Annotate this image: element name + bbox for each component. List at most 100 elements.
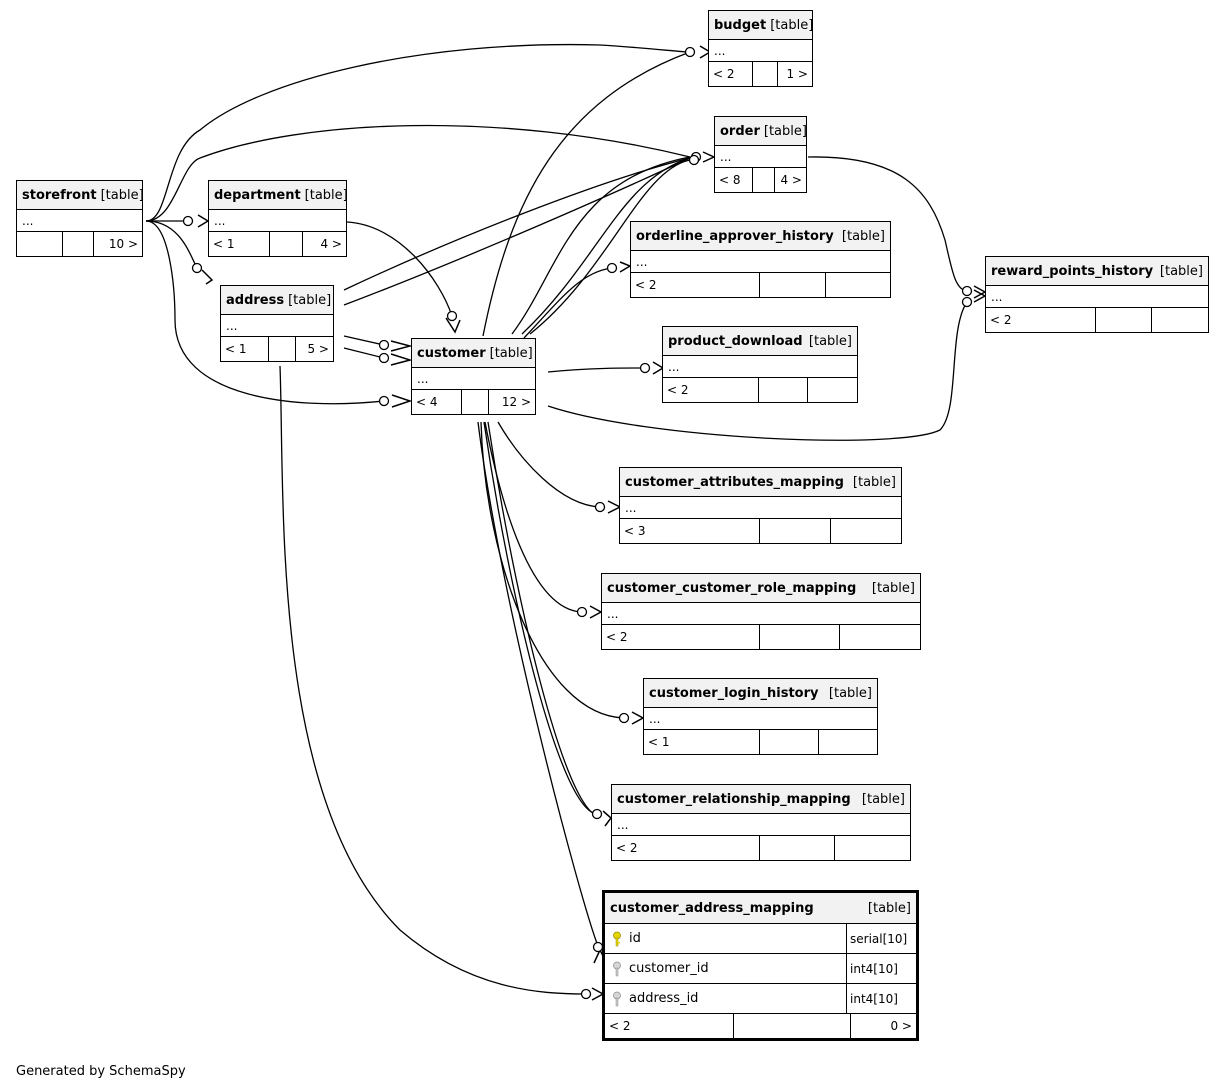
edge-customer-pd	[547, 367, 646, 373]
table-footer: 10 >	[17, 232, 142, 256]
table-name: customer_attributes_mapping	[625, 474, 844, 490]
table-kind: [table]	[1159, 263, 1203, 279]
edge-address-order-2	[343, 157, 691, 306]
columns-collapsed: ...	[715, 146, 806, 168]
table-kind: [table]	[841, 228, 885, 244]
columns-collapsed: ...	[709, 40, 812, 62]
edge-customer-order-2	[521, 157, 691, 335]
table-footer: < 2	[986, 308, 1208, 332]
table-order[interactable]: order[table] ... < 8 4 >	[714, 116, 807, 193]
column-row-id[interactable]: id serial[10]	[605, 924, 916, 954]
table-kind: [table]	[852, 474, 896, 490]
edge-customer-order-3	[529, 159, 691, 335]
table-customer[interactable]: customer[table] ... < 4 12 >	[411, 338, 536, 415]
table-kind: [table]	[808, 333, 852, 349]
generated-by-note: Generated by SchemaSpy	[16, 1064, 186, 1079]
table-name: reward_points_history	[991, 263, 1154, 279]
table-footer: < 2	[631, 273, 890, 297]
table-address[interactable]: address[table] ... < 1 5 >	[220, 285, 334, 362]
edge-department-customer	[346, 221, 453, 317]
table-storefront[interactable]: storefront[table] ... 10 >	[16, 180, 144, 257]
columns-collapsed: ...	[986, 286, 1208, 308]
table-product-download[interactable]: product_download[table] ... < 2	[662, 326, 858, 403]
table-kind: [table]	[304, 187, 348, 203]
table-name: address	[226, 292, 285, 308]
table-kind: [table]	[867, 900, 911, 916]
edge-customer-ccrm	[484, 421, 583, 613]
columns-collapsed: ...	[612, 814, 910, 836]
table-kind: [table]	[288, 292, 332, 308]
edge-address-cam	[279, 365, 587, 995]
edge-storefront-order	[145, 124, 691, 222]
edge-customer-oah	[523, 267, 613, 339]
table-footer: < 1	[644, 730, 877, 754]
column-row-address-id[interactable]: address_id int4[10]	[605, 984, 916, 1014]
edge-customer-crm-2	[487, 421, 600, 817]
table-department[interactable]: department[table] ... < 1 4 >	[208, 180, 348, 257]
table-footer: < 1 5 >	[221, 337, 333, 361]
column-type: int4[10]	[850, 991, 898, 1006]
edge-customer-cam	[477, 421, 599, 947]
table-name: storefront	[22, 187, 97, 203]
table-reward-points-history[interactable]: reward_points_history [table] ... < 2	[985, 256, 1209, 333]
columns-collapsed: ...	[602, 603, 920, 625]
table-name: orderline_approver_history	[636, 228, 834, 244]
columns-collapsed: ...	[631, 251, 890, 273]
table-kind: [table]	[828, 685, 872, 701]
columns-collapsed: ...	[221, 315, 333, 337]
edge-address-customer-2	[343, 347, 385, 359]
table-kind: [table]	[871, 580, 915, 596]
edge-storefront-budget	[145, 43, 691, 222]
edge-order-rph	[807, 156, 968, 292]
columns-collapsed: ...	[644, 708, 877, 730]
table-customer-address-mapping[interactable]: customer_address_mapping [table] id seria…	[602, 890, 919, 1041]
table-footer: < 2 1 >	[709, 62, 812, 86]
edge-customer-cattr	[497, 421, 601, 508]
column-name: customer_id	[629, 961, 709, 976]
table-kind: [table]	[770, 17, 814, 33]
table-customer-login-history[interactable]: customer_login_history [table] ... < 1	[643, 678, 878, 755]
table-name: order	[720, 123, 760, 139]
table-name: customer_customer_role_mapping	[607, 580, 857, 596]
foreign-key-icon	[613, 991, 621, 1006]
edge-customer-order-1	[511, 156, 691, 335]
column-row-customer-id[interactable]: customer_id int4[10]	[605, 954, 916, 984]
edge-address-customer-1	[343, 335, 385, 346]
table-footer: < 3	[620, 519, 901, 543]
columns-collapsed: ...	[17, 210, 142, 232]
table-footer: < 1 4 >	[209, 232, 346, 256]
table-footer: < 2	[612, 836, 910, 860]
edge-customer-rph	[547, 301, 968, 441]
column-name: address_id	[629, 991, 699, 1006]
table-name: budget	[714, 17, 767, 33]
columns-collapsed: ...	[209, 210, 346, 232]
column-name: id	[629, 931, 641, 946]
primary-key-icon	[613, 931, 621, 946]
table-kind: [table]	[763, 123, 807, 139]
columns-collapsed: ...	[412, 368, 535, 390]
table-footer: < 2 0 >	[605, 1014, 916, 1038]
table-name: department	[214, 187, 301, 203]
table-kind: [table]	[489, 345, 533, 361]
table-name: customer_login_history	[649, 685, 819, 701]
table-customer-relationship-mapping[interactable]: customer_relationship_mapping[table] ...…	[611, 784, 911, 861]
table-name: customer	[417, 345, 486, 361]
table-customer-attributes-mapping[interactable]: customer_attributes_mapping [table] ... <…	[619, 467, 902, 544]
column-type: serial[10]	[850, 931, 908, 946]
edge-storefront-customer	[145, 220, 385, 405]
table-footer: < 4 12 >	[412, 390, 535, 414]
table-orderline-approver-history[interactable]: orderline_approver_history [table] ... < …	[630, 221, 891, 298]
table-budget[interactable]: budget[table] ... < 2 1 >	[708, 10, 813, 87]
table-footer: < 2	[602, 625, 920, 649]
edge-storefront-address	[145, 220, 198, 269]
table-footer: < 2	[663, 378, 857, 402]
columns-collapsed: ...	[620, 497, 901, 519]
table-customer-customer-role-mapping[interactable]: customer_customer_role_mapping [table] ..…	[601, 573, 921, 650]
edge-customer-budget	[482, 51, 691, 337]
table-name: customer_address_mapping	[610, 900, 814, 916]
columns-collapsed: ...	[663, 356, 857, 378]
table-footer: < 8 4 >	[715, 168, 806, 192]
table-name: customer_relationship_mapping	[617, 791, 851, 807]
edge-customer-crm-1	[483, 421, 598, 815]
